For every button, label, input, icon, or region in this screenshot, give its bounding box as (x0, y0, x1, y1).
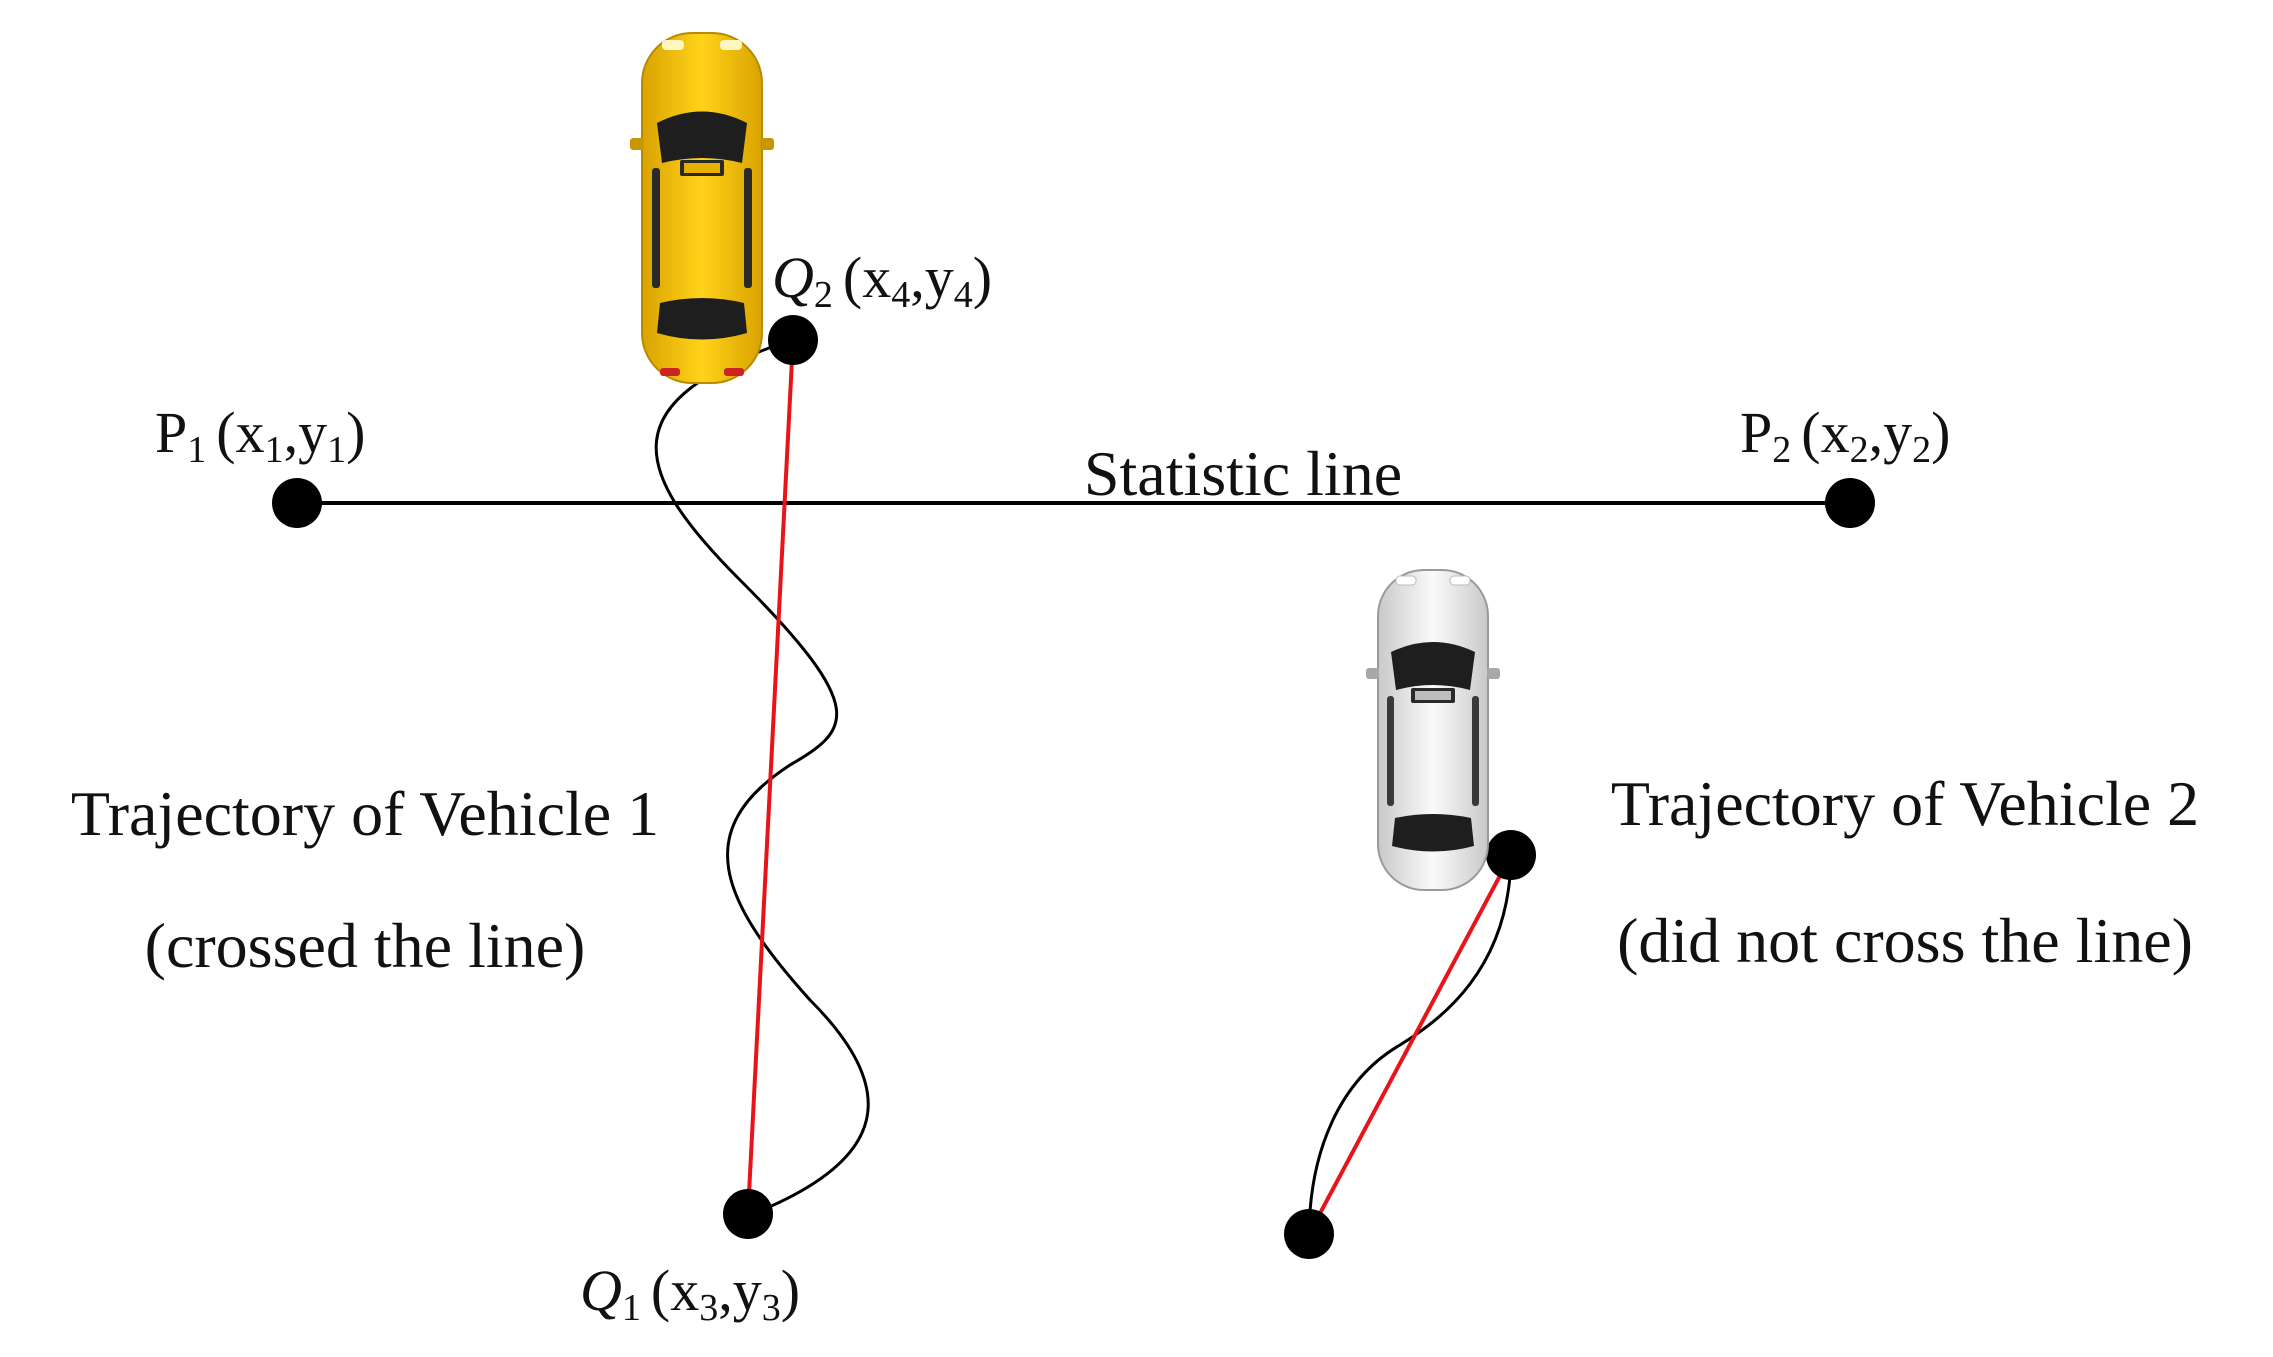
label-p1: P1(x1,y1) (155, 400, 365, 471)
vehicle2-start-point (1284, 1209, 1334, 1259)
vehicle2-sublabel: (did not cross the line) (1617, 905, 2193, 976)
vehicle1-chord (746, 339, 795, 1214)
vehicle1-sublabel: (crossed the line) (145, 910, 586, 981)
vehicle2-end-point (1486, 830, 1536, 880)
vehicle1-label: Trajectory of Vehicle 1 (71, 778, 659, 849)
label-q1: Q1(x3,y3) (580, 1258, 800, 1329)
vehicle2-trajectory (1307, 854, 1513, 1235)
point-q1 (723, 1189, 773, 1239)
vehicle2-chord (1307, 854, 1513, 1235)
point-p1 (272, 478, 322, 528)
vehicle2-label: Trajectory of Vehicle 2 (1611, 768, 2199, 839)
vehicle1-trajectory (654, 338, 870, 1217)
point-p2 (1825, 478, 1875, 528)
white-car-icon (1366, 569, 1500, 891)
label-q2: Q2(x4,y4) (772, 245, 992, 316)
point-q2 (768, 315, 818, 365)
yellow-taxi-icon (630, 32, 774, 384)
statistic-line-label: Statistic line (1084, 438, 1402, 509)
label-p2: P2(x2,y2) (1740, 400, 1950, 471)
